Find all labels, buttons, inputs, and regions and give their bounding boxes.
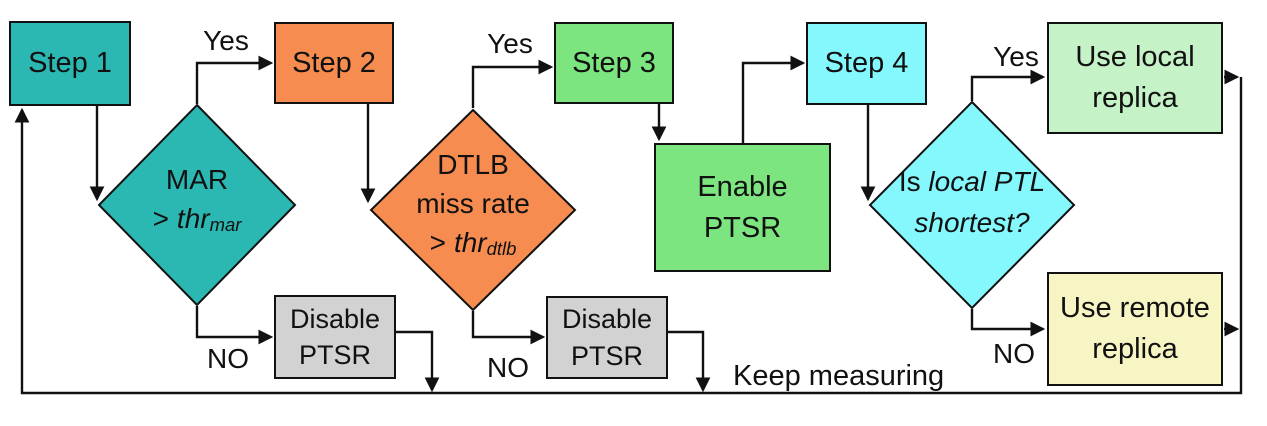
node-enable-ptsr-box [654,143,831,272]
edge-label-ptl-no: NO [993,338,1035,369]
node-step3-label: Step 3 [572,46,656,79]
node-step1-label: Step 1 [28,47,112,80]
decision-dtlb-text: DTLB miss rate >thrdtlb [373,146,573,263]
decision-ptl-line2: shortest? [914,207,1030,238]
edge-mar-yes-to-step2 [195,55,274,104]
decision-ptl-diamond [868,100,1076,310]
node-step2-box [274,22,394,104]
node-step4-box [806,22,927,105]
node-step1-box [9,21,131,106]
decision-mar-text: MAR >thrmar [99,160,295,240]
node-disable-ptsr-2-box [546,296,668,379]
node-step2-label: Step 2 [292,46,376,79]
node-use-remote-replica-box [1047,272,1223,386]
node-disable-ptsr-1-box [274,295,396,379]
edge-ptl-yes-to-local [970,69,1046,101]
edge-label-dtlb-no: NO [487,352,529,383]
edge-ptl-no-to-remote [970,309,1046,337]
decision-mar-line1: MAR [165,163,229,195]
node-step3-box [554,22,674,104]
edge-label-dtlb-yes: Yes [487,28,533,59]
edge-label-mar-no: NO [207,343,249,374]
decision-dtlb-line1: DTLB [437,148,509,180]
edge-mar-no-to-disable1 [195,306,274,345]
node-disable-ptsr-1-label: Disable PTSR [289,303,381,370]
edge-label-ptl-yes: Yes [993,41,1039,72]
edge-enable-to-step4 [741,55,806,143]
node-step4-label: Step 4 [824,47,909,80]
decision-mar-formula: >thrmar [152,202,242,235]
node-disable-ptsr-2-label: Disable PTSR [561,304,653,371]
decision-ptl-text: Is local PTL shortest? [862,160,1082,244]
edge-dtlb-yes-to-step3 [471,59,554,108]
node-enable-ptsr-label: Enable PTSR [697,170,788,244]
decision-ptl-line1: Is local PTL [898,166,1046,197]
decision-dtlb-diamond [369,108,577,312]
edge-dtlb-no-to-disable2 [471,311,546,345]
edge-label-mar-yes: Yes [203,25,249,56]
edge-loop-return [14,77,1243,395]
edge-disable2-to-loop [668,330,711,393]
loop-label-keep-measuring: Keep measuring [733,360,945,392]
decision-mar-diamond [97,103,297,307]
decision-dtlb-formula: >thrdtlb [429,226,517,259]
edge-disable1-to-loop [396,330,440,393]
node-use-remote-replica-label: Use remote replica [1060,292,1210,365]
decision-dtlb-line2: miss rate [416,187,530,219]
node-use-local-replica-box [1047,22,1223,134]
node-use-local-replica-label: Use local replica [1075,41,1195,114]
